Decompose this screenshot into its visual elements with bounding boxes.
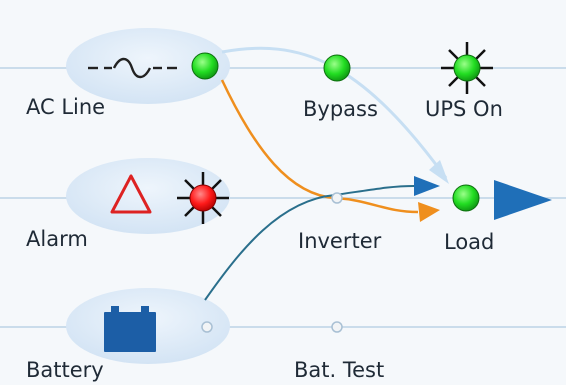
battery-to-load-path — [204, 185, 415, 301]
ac-line-led — [191, 52, 219, 80]
alarm-label: Alarm — [26, 227, 88, 251]
load-output-arrow — [494, 180, 552, 220]
ac-to-inverter-path — [220, 79, 336, 200]
ac-line-label: AC Line — [26, 95, 106, 119]
blue-arrowhead-small — [414, 176, 440, 196]
bypass-label: Bypass — [303, 97, 378, 121]
alarm-led — [177, 172, 229, 224]
ac-line-pill — [66, 28, 230, 104]
inverter-label: Inverter — [298, 229, 382, 253]
bypass-arrowhead — [429, 160, 449, 184]
alarm-pill — [66, 158, 230, 234]
load-label: Load — [444, 230, 495, 254]
bat-test-led — [331, 321, 343, 333]
ups-on-label: UPS On — [425, 97, 503, 121]
flow-paths — [204, 46, 552, 301]
orange-arrowhead — [418, 202, 440, 222]
warning-triangle-icon — [110, 174, 152, 214]
ups-on-led — [441, 42, 493, 94]
battery-icon — [104, 306, 156, 352]
battery-label: Battery — [26, 358, 104, 382]
ac-sine-wave-icon — [88, 57, 177, 79]
bat-test-label: Bat. Test — [294, 358, 385, 382]
bypass-led — [323, 54, 351, 82]
inverter-led — [331, 192, 343, 204]
load-led — [452, 184, 480, 212]
inverter-to-load-orange-path — [334, 196, 419, 214]
battery-led — [201, 321, 213, 333]
